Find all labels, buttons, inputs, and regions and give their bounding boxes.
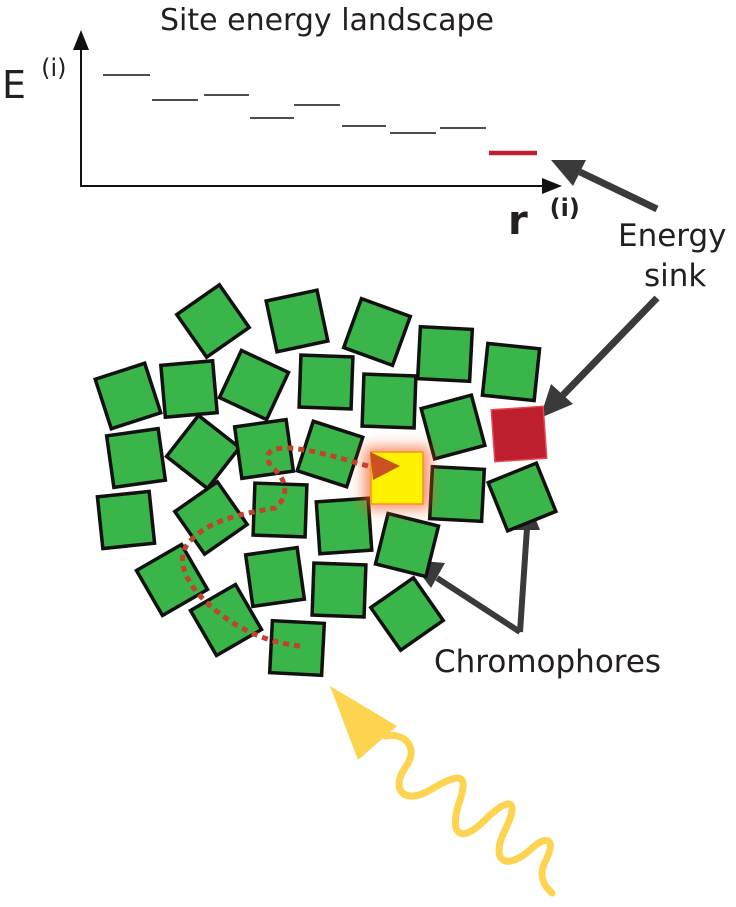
chromophore	[341, 296, 413, 368]
arrow-head	[540, 384, 573, 418]
x-axis-symbol: r	[508, 198, 528, 244]
chromophore	[251, 481, 309, 539]
y-axis-arrowhead	[73, 30, 89, 50]
plot-title: Site energy landscape	[160, 3, 494, 38]
light-wave	[381, 731, 556, 897]
chromophore	[419, 393, 487, 461]
chromophore	[95, 489, 157, 551]
chromophore	[104, 426, 168, 490]
x-axis-arrowhead	[542, 178, 562, 194]
chromophore	[368, 575, 446, 653]
chromophore	[480, 341, 542, 403]
arrow-to-sink-level	[578, 168, 659, 213]
y-axis-label: E (i)	[2, 54, 67, 107]
chromophore	[415, 324, 475, 384]
dotted-path-icon	[180, 445, 369, 649]
transfer-path	[180, 445, 400, 649]
chromophore	[427, 464, 487, 524]
chromophores-label: Chromophores	[434, 644, 661, 680]
chromophore	[93, 361, 163, 431]
wavy-light-icon	[330, 686, 556, 897]
energy-sink-chromophore	[490, 405, 548, 463]
chromophore	[217, 348, 291, 422]
chromophore	[232, 417, 296, 481]
arrow-head	[551, 160, 586, 186]
chromophore	[264, 288, 330, 354]
chromophore	[158, 358, 220, 420]
chromophore-cluster	[93, 282, 559, 678]
x-axis-label: r (i)	[508, 194, 580, 244]
energy-landscape-plot: Site energy landscape E (i) r (i)	[2, 3, 580, 244]
energy-levels	[103, 74, 486, 134]
chromophore	[174, 282, 252, 360]
y-axis-superscript: (i)	[41, 54, 66, 82]
chromophore	[295, 419, 365, 489]
chromophore	[164, 413, 242, 491]
arrow-to-sink-square	[560, 295, 660, 398]
x-axis-superscript: (i)	[550, 194, 580, 222]
y-axis-symbol: E	[2, 63, 26, 107]
arrow-to-chromophores	[435, 527, 530, 635]
chromophore	[172, 479, 250, 557]
light-arrowhead	[330, 686, 397, 760]
chromophore	[297, 353, 355, 411]
chromophore	[485, 460, 559, 534]
chromophore	[243, 545, 307, 609]
chromophore	[360, 372, 418, 430]
energy-sink-label-line1: Energy	[618, 218, 727, 254]
path-arrowhead	[370, 452, 400, 480]
chromophore	[373, 511, 441, 579]
chromophore	[310, 561, 368, 619]
energy-sink-label-line2: sink	[644, 258, 706, 294]
chromophore	[134, 542, 210, 618]
chromophore	[314, 496, 374, 556]
